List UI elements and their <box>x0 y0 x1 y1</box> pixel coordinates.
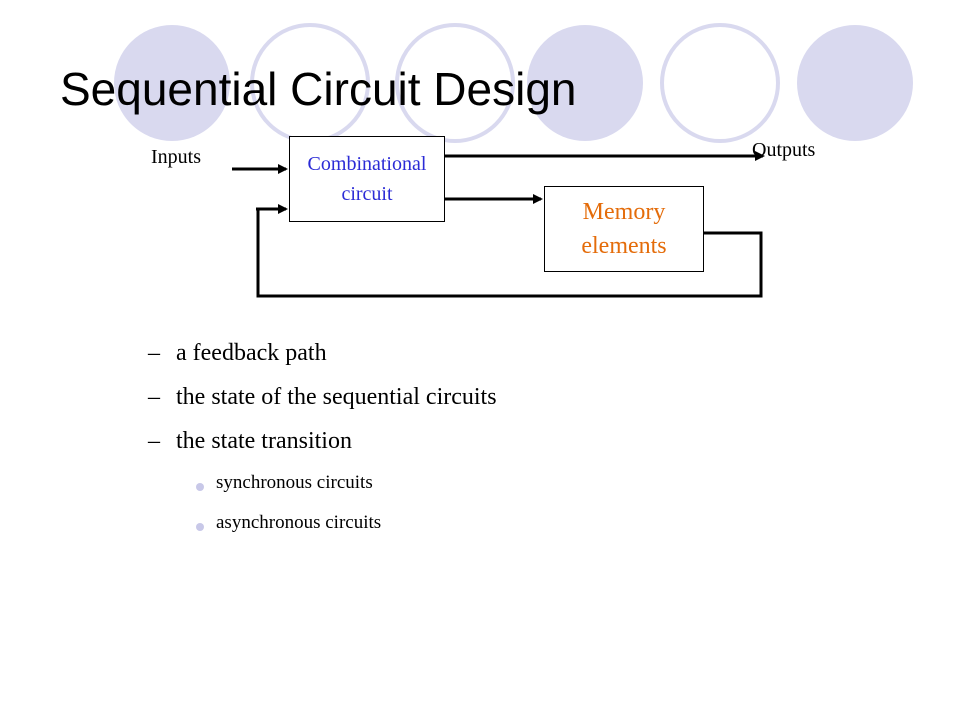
bullet-item: – the state of the sequential circuits <box>148 384 497 428</box>
deco-circle-outline <box>660 23 780 143</box>
deco-circle-filled <box>797 25 913 141</box>
dash-marker: – <box>148 384 160 410</box>
sub-bullet-dot <box>196 483 204 491</box>
sub-bullet-item: asynchronous circuits <box>148 512 497 552</box>
sub-bullet-dot <box>196 523 204 531</box>
deco-circle-filled <box>114 25 230 141</box>
dash-marker: – <box>148 340 160 366</box>
feedback-path <box>256 209 763 298</box>
bullet-text: the state of the sequential circuits <box>176 384 497 410</box>
bullet-text: a feedback path <box>176 340 327 366</box>
inputs-label: Inputs <box>151 146 201 168</box>
bullet-list: – a feedback path – the state of the seq… <box>148 340 497 552</box>
memory-elements-box: Memory elements <box>544 186 704 272</box>
outputs-label: Outputs <box>752 139 816 161</box>
bullet-item: – the state transition <box>148 428 497 472</box>
dash-marker: – <box>148 428 160 454</box>
sub-bullet-item: synchronous circuits <box>148 472 497 512</box>
deco-circle-outline <box>395 23 515 143</box>
bullet-text: the state transition <box>176 428 352 454</box>
memory-elements-label: Memory elements <box>581 199 667 259</box>
deco-circle-filled <box>527 25 643 141</box>
sub-bullet-text: synchronous circuits <box>216 472 373 493</box>
bullet-item: – a feedback path <box>148 340 497 384</box>
sub-bullet-text: asynchronous circuits <box>216 512 382 533</box>
combinational-circuit-label: Combinational circuit <box>307 153 427 205</box>
combinational-circuit-box: Combinational circuit <box>289 136 445 222</box>
slide-title: Sequential Circuit Design <box>60 63 577 115</box>
